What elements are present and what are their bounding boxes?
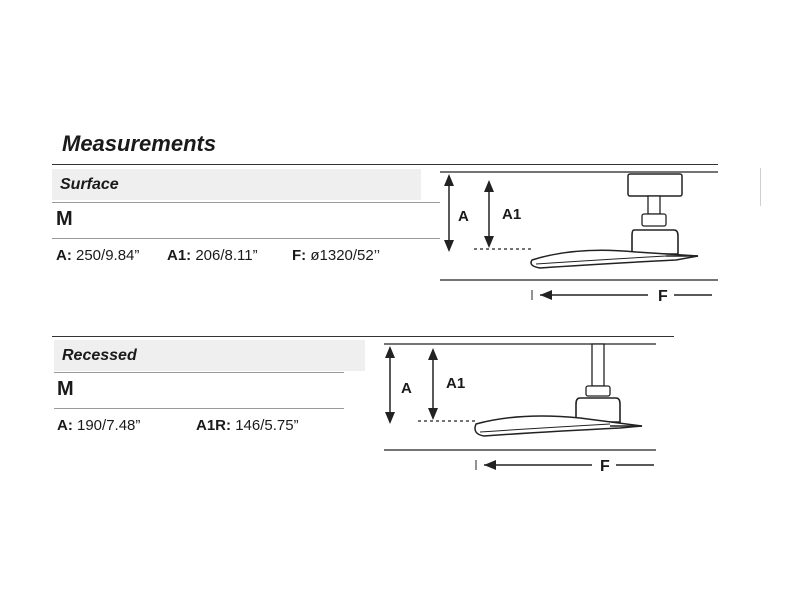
- spec-value: ø1320/52’’: [310, 247, 381, 264]
- spec-label: A:: [56, 247, 72, 264]
- row-divider: [54, 372, 344, 373]
- section-divider: [52, 336, 674, 337]
- spec-a1: A1: 206/8.11”: [167, 247, 258, 264]
- surface-fan-diagram: A A1 F: [440, 171, 718, 305]
- spec-label: A1:: [167, 247, 192, 264]
- label-f: F: [600, 458, 610, 475]
- label-a1: A1: [446, 375, 465, 392]
- section-header-recessed: Recessed: [54, 340, 365, 371]
- row-divider: [52, 238, 440, 239]
- spec-label: A:: [57, 417, 73, 434]
- label-a1: A1: [502, 206, 521, 223]
- size-label: M: [56, 208, 73, 230]
- spec-label: F:: [292, 247, 307, 264]
- spec-value: 146/5.75”: [235, 417, 299, 434]
- spec-label: A1R:: [196, 417, 232, 434]
- recessed-fan-diagram: A A1 F: [384, 343, 656, 475]
- edge-mark: [760, 168, 761, 206]
- motor-housing-shape: [631, 229, 679, 255]
- spec-a1r: A1R: 146/5.75”: [196, 417, 299, 434]
- label-f: F: [658, 288, 668, 305]
- canopy-shape: [627, 173, 683, 197]
- spec-f: F: ø1320/52’’: [292, 247, 380, 264]
- spec-value: 250/9.84”: [76, 247, 140, 264]
- row-divider: [54, 408, 344, 409]
- fan-blade-shape: [474, 415, 643, 437]
- section-divider: [52, 164, 718, 165]
- row-divider: [52, 202, 440, 203]
- spec-a: A: 190/7.48”: [57, 417, 140, 434]
- label-a: A: [458, 208, 469, 225]
- spec-value: 206/8.11”: [195, 247, 258, 264]
- spec-a: A: 250/9.84”: [56, 247, 139, 264]
- size-label: M: [57, 378, 74, 400]
- page-title: Measurements: [62, 131, 217, 156]
- label-a: A: [401, 380, 412, 397]
- section-header-surface: Surface: [52, 169, 421, 200]
- spec-value: 190/7.48”: [77, 417, 141, 434]
- motor-housing-shape: [575, 397, 621, 423]
